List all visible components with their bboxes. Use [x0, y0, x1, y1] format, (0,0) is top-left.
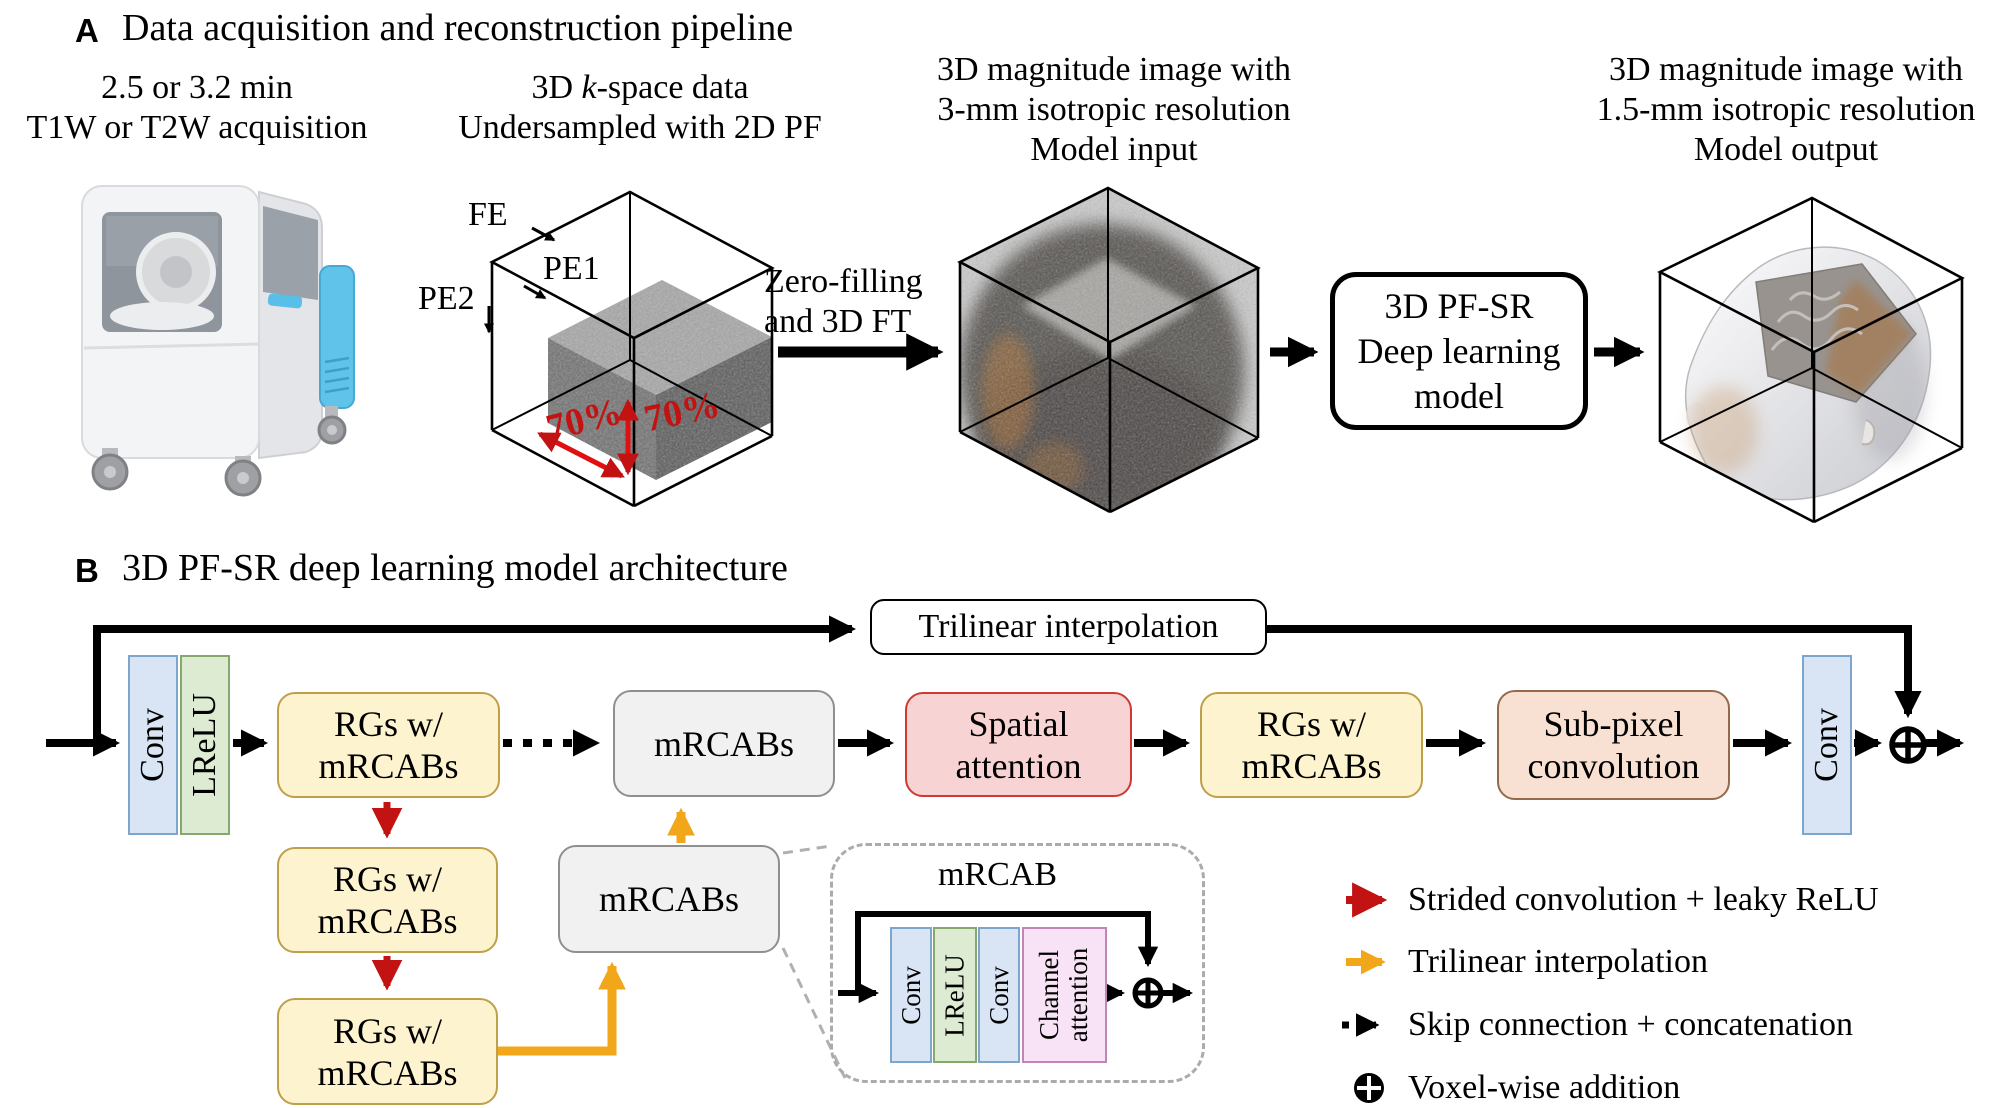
legend-label-trilinear: Trilinear interpolation	[1408, 943, 1708, 980]
inset-conv2-block: Conv	[978, 927, 1020, 1063]
rgs-block-2: RGs w/mRCABs	[1200, 692, 1423, 798]
mrcabs-block-2: mRCABs	[558, 845, 780, 953]
output-wireframe	[1657, 196, 1965, 524]
panel-b-title: 3D PF-SR deep learning model architectur…	[122, 547, 788, 589]
legend-label-voxel-addition: Voxel-wise addition	[1408, 1069, 1681, 1106]
rgs-block-3: RGs w/mRCABs	[277, 847, 498, 953]
trilinear-interpolation-box: Trilinear interpolation	[870, 599, 1267, 655]
legend-oplus-icon	[1354, 1073, 1384, 1103]
legend-label-skip-connection: Skip connection + concatenation	[1408, 1006, 1853, 1043]
caption-model-output: 3D magnitude image with 1.5-mm isotropic…	[1596, 51, 1976, 168]
inset-conv1-block: Conv	[890, 927, 932, 1063]
mrcab-inset-frame	[830, 843, 1205, 1083]
kspace-axis-arrows	[483, 226, 556, 334]
lrelu-input-block: LReLU	[180, 655, 230, 835]
panel-a-title: Data acquisition and reconstruction pipe…	[122, 7, 794, 49]
scanner-casters	[91, 406, 347, 497]
panel-a-label: A	[75, 12, 99, 49]
conv-output-block: Conv	[1802, 655, 1852, 835]
caption-kspace: 3D k-space data Undersampled with 2D PF	[458, 69, 822, 146]
trilinear-to-sum-line	[1267, 625, 1922, 719]
caption-model-input: 3D magnitude image with 3-mm isotropic r…	[936, 51, 1292, 168]
skip-to-trilinear-line	[93, 615, 857, 746]
axis-label-pe2: PE2	[418, 280, 475, 317]
rgs-block-4: RGs w/mRCABs	[277, 998, 498, 1105]
panel-b-label: B	[75, 552, 99, 589]
axis-label-fe: FE	[468, 196, 508, 233]
inset-lrelu-block: LReLU	[933, 927, 977, 1063]
conv-input-block: Conv	[128, 655, 178, 835]
legend-label-strided-conv: Strided convolution + leaky ReLU	[1408, 881, 1879, 918]
inset-callout-line-1	[782, 844, 832, 855]
zero-filling-label: Zero-filling and 3D FT	[764, 263, 923, 340]
voxel-sum-inset	[1132, 977, 1164, 1009]
model-output-volume	[1657, 196, 1965, 524]
model-input-volume	[957, 186, 1261, 514]
voxel-sum-main	[1889, 726, 1927, 764]
caption-acquisition: 2.5 or 3.2 min T1W or T2W acquisition	[26, 69, 368, 146]
axis-label-pe1: PE1	[543, 250, 600, 287]
trilinear-up-arrow-2	[498, 961, 626, 1056]
legend-markers	[1342, 882, 1388, 1103]
undersampling-arrows	[537, 398, 640, 479]
inset-skip-line	[855, 911, 1159, 993]
mri-scanner-illustration	[81, 185, 355, 497]
kspace-cube	[483, 190, 775, 508]
mrcab-inset-title: mRCAB	[937, 856, 1058, 893]
rgs-block-1: RGs w/mRCABs	[277, 692, 500, 798]
panel-b-arrows	[46, 615, 1965, 1079]
input-wireframe	[957, 186, 1261, 514]
mrcabs-block-1: mRCABs	[613, 690, 835, 797]
deep-learning-model-box: 3D PF-SR Deep learning model	[1330, 272, 1588, 430]
